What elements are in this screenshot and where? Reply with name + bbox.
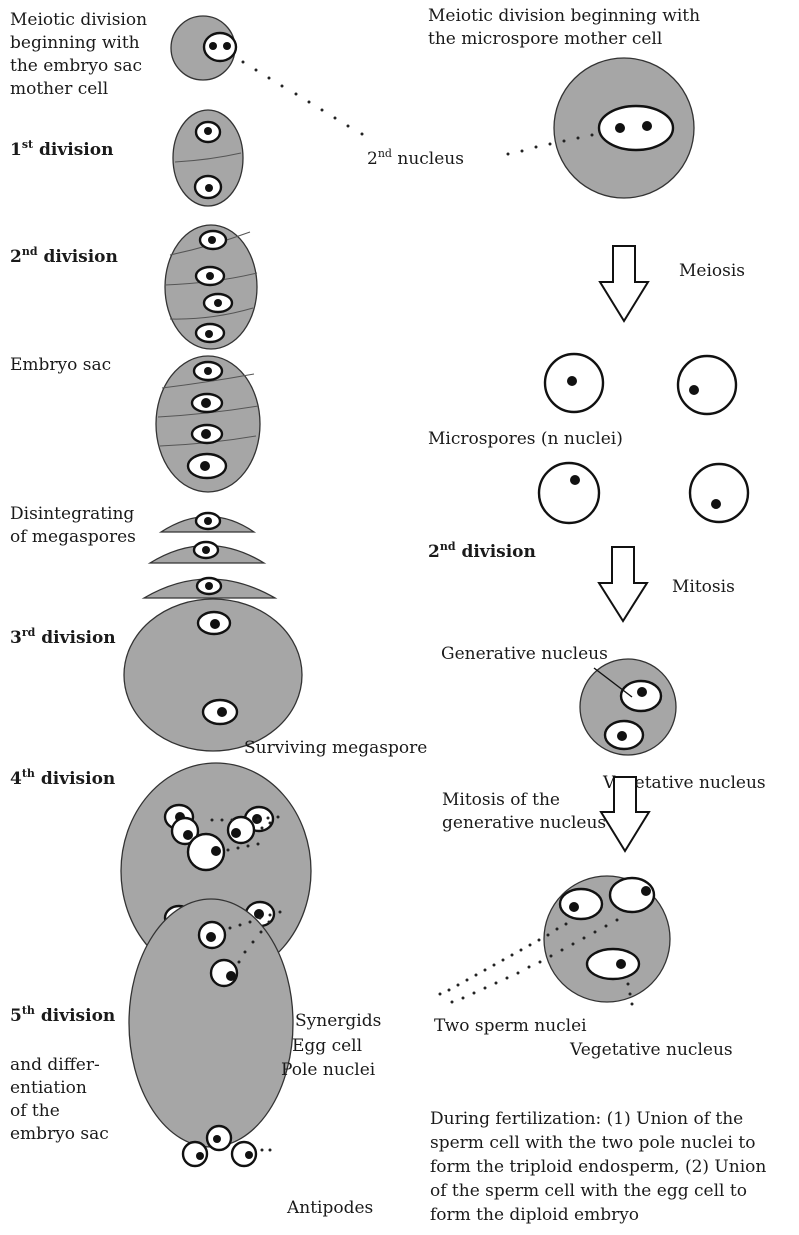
right-meiotic-start-line-2: the microspore mother cell [428, 29, 662, 49]
second-division-cell [165, 225, 257, 349]
microspores-label: Microspores (n nuclei) [428, 429, 623, 449]
pole-nucleus-lower [211, 960, 237, 986]
disintegrating-megaspores [144, 513, 275, 598]
microspore-mother-cell [554, 58, 694, 198]
surviving-megaspore-label: Surviving megaspore [244, 738, 427, 758]
egg-cell-nucleus [188, 834, 224, 870]
second-nucleus-label: 2nd nucleus [367, 147, 464, 169]
differentiation-label-line-4: embryo sac [10, 1124, 109, 1144]
fifth-division-label: 5th division [10, 1004, 115, 1026]
mature-pollen-grain [544, 876, 670, 1002]
left-meiotic-start-line-2: beginning with [10, 33, 140, 53]
antipodes-label: Antipodes [286, 1198, 373, 1218]
pole-nuclei-label: Pole nuclei [281, 1060, 376, 1080]
pollen-grain [580, 659, 676, 755]
mitosis-arrow [599, 547, 647, 621]
left-meiotic-start-line-3: the embryo sac [10, 56, 142, 76]
embryo-sac-label: Embryo sac [10, 355, 111, 375]
generative-nucleus-label: Generative nucleus [441, 644, 608, 664]
differentiation-label-line-3: of the [10, 1101, 60, 1121]
fertilization-line-5: form the diploid embryo [430, 1205, 639, 1225]
surviving-megaspore-cell [124, 599, 302, 751]
first-division-label: 1st division [10, 138, 113, 160]
embryo-sac-mother-cell [171, 16, 236, 80]
second-nucleus-leader-from-left [242, 61, 364, 136]
disintegrating-label-line-2: of megaspores [10, 527, 136, 547]
first-division-cell [173, 110, 243, 206]
differentiation-label-line-1: and differ- [10, 1055, 100, 1075]
meiosis-arrow [600, 246, 648, 321]
vegetative-nucleus-label-2: Vegetative nucleus [569, 1040, 733, 1060]
meiosis-label: Meiosis [679, 261, 745, 281]
disintegrating-label-line-1: Disintegrating [10, 504, 134, 524]
left-meiotic-start-line-1: Meiotic division [10, 10, 147, 30]
second-division-label: 2nd division [10, 245, 118, 267]
third-division-label: 3rd division [10, 626, 116, 648]
pole-nucleus-upper [199, 922, 225, 948]
mitosis-generative-line-2: generative nucleus [442, 813, 606, 833]
fertilization-line-1: During fertilization: (1) Union of the [430, 1109, 743, 1129]
antipodes-leader [261, 1149, 272, 1152]
left-meiotic-start-line-4: mother cell [10, 79, 108, 99]
fourth-division-label: 4th division [10, 767, 115, 789]
mitosis-label: Mitosis [672, 577, 735, 597]
synergids-label: Synergids [295, 1011, 381, 1031]
right-meiotic-start-line-1: Meiotic division beginning with [428, 6, 700, 26]
fertilization-line-2: sperm cell with the two pole nuclei to [430, 1133, 755, 1153]
two-sperm-nuclei-label: Two sperm nuclei [434, 1016, 587, 1036]
mitosis-generative-line-1: Mitosis of the [442, 790, 560, 810]
fertilization-line-3: form the triploid endosperm, (2) Union [430, 1157, 766, 1177]
fertilization-line-4: of the sperm cell with the egg cell to [430, 1181, 747, 1201]
embryo-sac-four-megaspores [156, 356, 260, 492]
right-second-division-label: 2nd division [428, 540, 536, 562]
differentiation-label-line-2: entiation [10, 1078, 87, 1098]
egg-cell-label: Egg cell [292, 1036, 362, 1056]
